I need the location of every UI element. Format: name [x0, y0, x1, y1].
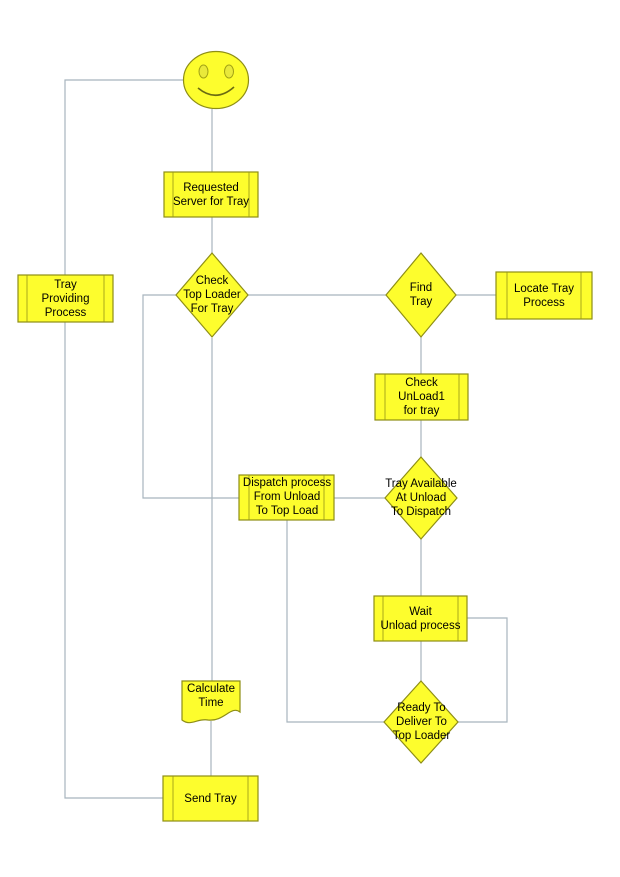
send-tray-shape	[162, 775, 259, 822]
smiley-face	[182, 50, 250, 110]
smiley-left-eye-icon	[198, 64, 209, 79]
tray-providing-shape	[17, 274, 114, 323]
locate-tray-shape	[495, 271, 593, 320]
connector-check-top-loader-dispatch-process	[142, 294, 239, 499]
check-top-loader-shape	[175, 252, 249, 338]
connector-start-tray-providing-send-tray	[64, 79, 184, 799]
calculate-time-shape	[181, 680, 241, 724]
ready-to-deliver-shape	[383, 680, 459, 764]
find-tray-shape	[385, 252, 457, 338]
wait-unload-shape	[373, 595, 468, 642]
smiley-right-eye-icon	[224, 64, 234, 79]
connector-wait-unload-ready-to-deliver-right-loop	[458, 617, 508, 723]
smiley-mouth-icon	[197, 86, 235, 97]
start-smiley-shape	[182, 50, 250, 110]
check-unload1-shape	[374, 373, 469, 421]
dispatch-process-shape	[238, 474, 335, 521]
connector-dispatch-process-ready-to-deliver	[286, 520, 385, 723]
tray-available-shape	[384, 456, 458, 540]
requested-server-shape	[163, 171, 259, 218]
